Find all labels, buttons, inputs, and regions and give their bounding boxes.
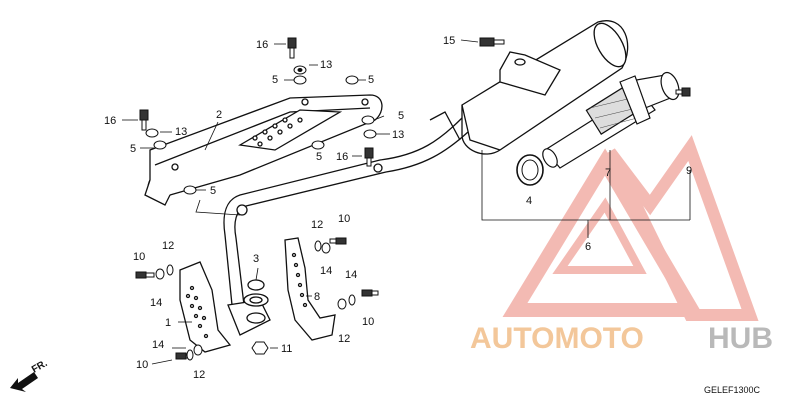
callout-11: 11	[281, 343, 292, 355]
heat-shield-upper	[144, 94, 383, 206]
callout-5-e: 5	[316, 151, 322, 163]
muffler-assembly	[461, 20, 629, 155]
bolt-10-c	[361, 289, 379, 297]
watermark-text-primary: AUTOMOTO	[470, 322, 644, 355]
callout-12-c: 12	[338, 333, 350, 345]
watermark-text-secondary: HUB	[708, 322, 773, 355]
front-label: FR.	[30, 358, 50, 376]
heat-shield-lower	[179, 261, 232, 353]
callout-5-c: 5	[130, 143, 136, 155]
callout-13-c: 13	[392, 129, 404, 141]
bolt-16-left	[139, 109, 149, 131]
callout-12-a: 12	[162, 240, 174, 252]
callout-5-b: 5	[368, 74, 374, 86]
exhaust-gasket	[243, 279, 269, 324]
washer-13-left	[145, 128, 167, 150]
bolt-15	[479, 37, 505, 47]
callout-5-d: 5	[398, 110, 404, 122]
washer-5-top	[293, 75, 359, 85]
callout-14-c: 14	[345, 269, 357, 281]
callout-8: 8	[314, 291, 320, 303]
callout-16-b: 16	[104, 115, 116, 127]
heat-shield-side	[284, 237, 336, 341]
callout-5-a: 5	[272, 74, 278, 86]
callout-12-b: 12	[311, 219, 323, 231]
callout-14-d: 14	[152, 339, 164, 351]
callout-3: 3	[253, 253, 259, 265]
callout-13-a: 13	[320, 59, 332, 71]
callout-10-c: 10	[362, 316, 374, 328]
callout-4: 4	[526, 195, 532, 207]
bolt-9	[675, 87, 691, 97]
callout-16-a: 16	[256, 39, 268, 51]
leader-lines	[122, 39, 691, 365]
washer-12-a	[155, 264, 174, 280]
callout-16-c: 16	[336, 151, 348, 163]
washer-5-right	[361, 115, 377, 139]
watermark: AUTOMOTO HUB	[470, 135, 773, 355]
callout-10-d: 10	[136, 359, 148, 371]
washer-12-d	[186, 344, 203, 361]
washer-12-b	[314, 240, 331, 254]
callout-12-d: 12	[193, 369, 205, 381]
washer-13-top	[293, 65, 307, 75]
bolt-10-a	[135, 271, 155, 279]
callout-10-b: 10	[338, 213, 350, 225]
callout-9: 9	[686, 165, 692, 177]
bolt-10-b	[329, 237, 347, 245]
front-direction-marker: FR.	[10, 358, 50, 392]
callout-5-f: 5	[210, 185, 216, 197]
nut-11	[251, 341, 269, 355]
bolt-16-mid	[364, 147, 374, 167]
callout-7: 7	[605, 167, 611, 179]
callout-14-a: 14	[150, 297, 162, 309]
front-arrow-icon	[10, 372, 38, 392]
callout-14-b: 14	[320, 265, 332, 277]
callout-1: 1	[165, 317, 171, 329]
end-pipe	[619, 71, 680, 125]
callout-15: 15	[443, 35, 455, 47]
fasteners	[135, 37, 691, 361]
washer-12-c	[337, 294, 356, 310]
exhaust-pipe	[223, 111, 469, 336]
bolt-16-top	[287, 37, 297, 59]
callout-labels: 1 2 3 4 5 5 5 5 5 5 6 7 8 9 10 10 10 10 …	[104, 35, 692, 381]
callout-2: 2	[216, 109, 222, 121]
callout-6: 6	[585, 241, 591, 253]
watermark-logo	[502, 135, 759, 321]
callout-10-a: 10	[133, 251, 145, 263]
washer-5-mid	[183, 140, 325, 195]
callout-13-b: 13	[175, 126, 187, 138]
diagram-reference-code: GELEF1300C	[704, 385, 761, 395]
